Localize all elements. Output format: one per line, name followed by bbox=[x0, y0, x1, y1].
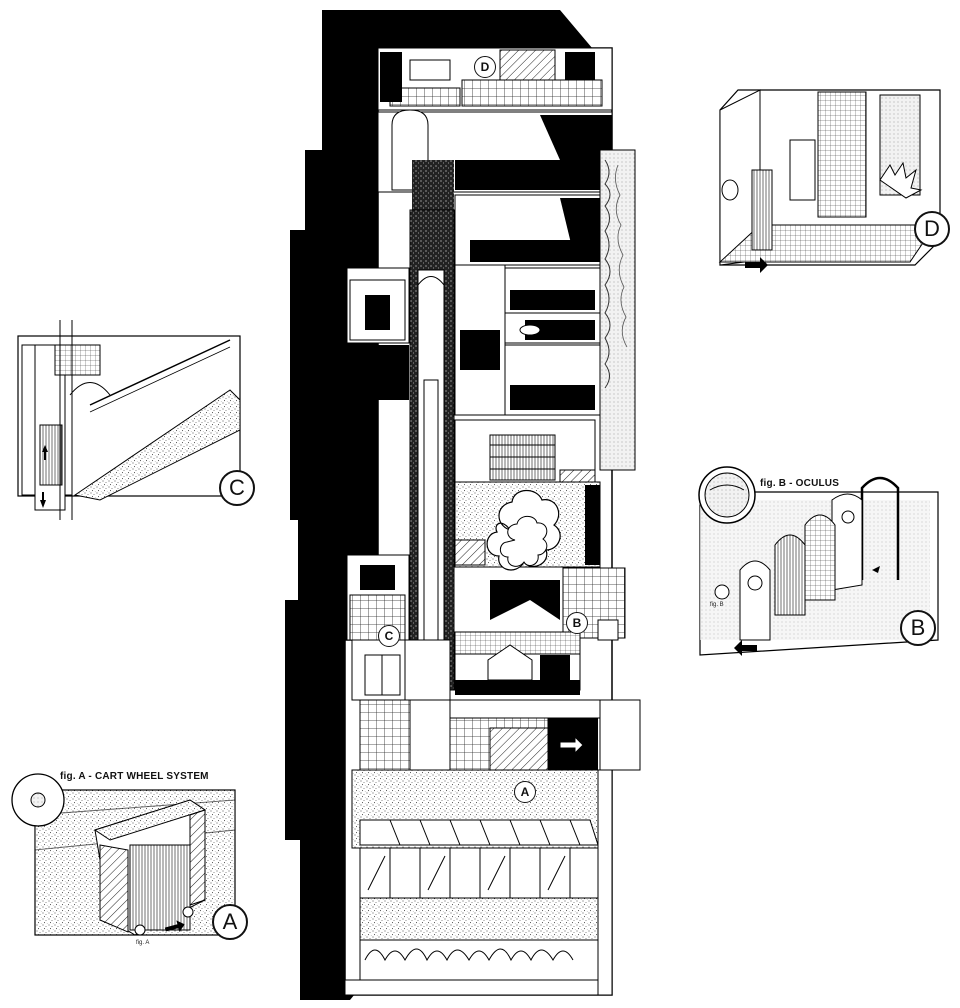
fig-a-small-label: fig. A bbox=[136, 940, 150, 946]
callout-b-badge: B bbox=[900, 610, 936, 646]
central-axonometric-building bbox=[285, 10, 641, 1000]
fig-b-caption: fig. B - OCULUS bbox=[760, 478, 840, 489]
inset-c-elevator-axonometric bbox=[17, 320, 241, 520]
pin-d: D bbox=[474, 56, 496, 78]
callout-c-badge: C bbox=[219, 470, 255, 506]
fig-a-caption: fig. A - CART WHEEL SYSTEM bbox=[60, 771, 209, 782]
inset-d-bathroom-axonometric bbox=[718, 89, 941, 273]
callout-d-badge: D bbox=[914, 211, 950, 247]
pin-a: A bbox=[514, 781, 536, 803]
pin-b: B bbox=[566, 612, 588, 634]
pin-c: C bbox=[378, 625, 400, 647]
fig-b-small-label: fig. B bbox=[710, 602, 724, 608]
inset-a-cart-wheel-system bbox=[11, 773, 236, 936]
inset-b-oculus-doors bbox=[698, 466, 939, 656]
callout-a-badge: A bbox=[212, 904, 248, 940]
